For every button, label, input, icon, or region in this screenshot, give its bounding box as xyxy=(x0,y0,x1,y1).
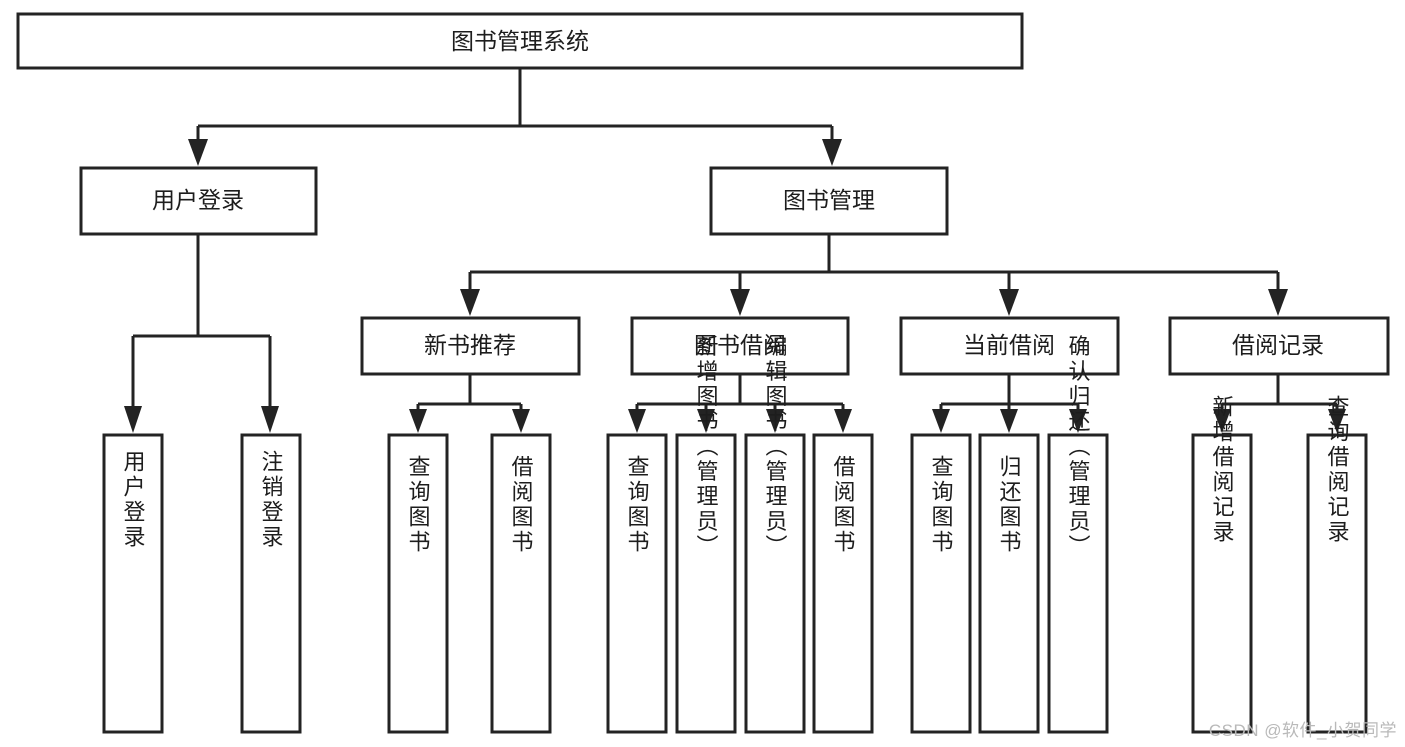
node-leaf-borrow-book-2-label: 借阅图书 xyxy=(831,455,856,555)
node-current-borrow-label: 当前借阅 xyxy=(963,332,1055,358)
connector-bookmgmt-to-level3 xyxy=(460,234,1288,316)
node-book-management-label: 图书管理 xyxy=(783,187,875,213)
node-leaf-user-login[interactable]: 用户登录 xyxy=(102,433,164,734)
node-leaf-return-book-label: 归还图书 xyxy=(997,455,1022,555)
node-current-borrow[interactable]: 当前借阅 xyxy=(899,316,1120,376)
node-leaf-query-book-3-box[interactable] xyxy=(910,433,972,734)
arrow-head-leaf-user-login xyxy=(124,406,142,433)
node-leaf-add-book-label: 新增图书（管理员） xyxy=(694,335,719,560)
node-borrow-record-box[interactable] xyxy=(1168,316,1390,376)
node-leaf-query-book-1-label: 查询图书 xyxy=(406,455,431,555)
connector-currentborrow-to-leaves xyxy=(932,374,1087,433)
arrow-head-new-book-recommend xyxy=(460,289,480,316)
node-leaf-user-login-box[interactable] xyxy=(102,433,164,734)
node-root-system[interactable]: 图书管理系统 xyxy=(16,12,1024,70)
connector-newbook-to-leaves xyxy=(409,374,530,433)
node-leaf-query-book-2-label: 查询图书 xyxy=(625,455,650,555)
arrow-head-current-borrow xyxy=(999,289,1019,316)
node-leaf-query-book-3-label: 查询图书 xyxy=(929,455,954,555)
node-leaf-borrow-book-1-box[interactable] xyxy=(490,433,552,734)
arrow-head-leaf-logout-login xyxy=(261,406,279,433)
node-user-login-box[interactable] xyxy=(79,166,318,236)
node-leaf-query-book-2-box[interactable] xyxy=(606,433,668,734)
node-leaf-confirm-return-box[interactable] xyxy=(1047,433,1109,734)
arrow-head-leaf-query-record xyxy=(1328,409,1346,433)
node-leaf-add-record[interactable]: 新增借阅记录 xyxy=(1191,395,1253,734)
node-root-box[interactable] xyxy=(16,12,1024,70)
node-leaf-query-record-box[interactable] xyxy=(1306,433,1368,734)
node-leaf-query-record[interactable]: 查询借阅记录 xyxy=(1306,395,1368,734)
connector-borrowrecord-to-leaves xyxy=(1213,374,1346,433)
node-leaf-query-book-3[interactable]: 查询图书 xyxy=(910,433,972,734)
arrow-head-leaf-borrow-book-1 xyxy=(512,409,530,433)
arrow-head-leaf-add-record xyxy=(1213,409,1231,433)
arrow-head-leaf-edit-book xyxy=(766,409,784,433)
node-current-borrow-box[interactable] xyxy=(899,316,1120,376)
connector-userlogin-to-leaves xyxy=(124,234,279,433)
node-root-label: 图书管理系统 xyxy=(451,28,589,54)
node-leaf-edit-book-box[interactable] xyxy=(744,433,806,734)
node-book-borrow[interactable]: 图书借阅 xyxy=(630,316,850,376)
node-book-borrow-label: 图书借阅 xyxy=(694,332,786,358)
node-leaf-add-record-label: 新增借阅记录 xyxy=(1210,395,1235,545)
node-book-borrow-box[interactable] xyxy=(630,316,850,376)
arrow-head-leaf-query-book-1 xyxy=(409,409,427,433)
node-leaf-borrow-book-1-label: 借阅图书 xyxy=(509,455,534,555)
node-leaf-borrow-book-1[interactable]: 借阅图书 xyxy=(490,433,552,734)
node-leaf-confirm-return-label: 确认归还（管理员） xyxy=(1066,335,1091,560)
connector-bookborrow-to-leaves xyxy=(628,374,852,433)
node-leaf-add-book[interactable]: 新增图书（管理员） xyxy=(675,335,737,734)
node-new-book-recommend-label: 新书推荐 xyxy=(424,332,516,358)
node-user-login[interactable]: 用户登录 xyxy=(79,166,318,236)
node-borrow-record-label: 借阅记录 xyxy=(1232,332,1324,358)
node-book-management[interactable]: 图书管理 xyxy=(709,166,949,236)
arrow-head-leaf-query-book-3 xyxy=(932,409,950,433)
arrow-head-book-borrow xyxy=(730,289,750,316)
arrow-head-leaf-add-book xyxy=(697,409,715,433)
node-leaf-return-book[interactable]: 归还图书 xyxy=(978,433,1040,734)
node-leaf-return-book-box[interactable] xyxy=(978,433,1040,734)
node-leaf-user-login-label: 用户登录 xyxy=(121,450,146,550)
node-leaf-borrow-book-2[interactable]: 借阅图书 xyxy=(812,433,874,734)
arrow-head-leaf-query-book-2 xyxy=(628,409,646,433)
node-leaf-edit-book-label: 编辑图书（管理员） xyxy=(763,335,788,560)
node-new-book-recommend[interactable]: 新书推荐 xyxy=(360,316,581,376)
node-leaf-logout-login-label: 注销登录 xyxy=(259,450,284,550)
arrow-head-borrow-record xyxy=(1268,289,1288,316)
node-leaf-query-book-1-box[interactable] xyxy=(387,433,449,734)
arrow-head-leaf-confirm-return xyxy=(1069,409,1087,433)
connector-root-to-level2 xyxy=(188,68,842,166)
node-leaf-borrow-book-2-box[interactable] xyxy=(812,433,874,734)
node-borrow-record[interactable]: 借阅记录 xyxy=(1168,316,1390,376)
node-leaf-edit-book[interactable]: 编辑图书（管理员） xyxy=(744,335,806,734)
arrow-head-user-login xyxy=(188,139,208,166)
arrow-head-book-management xyxy=(822,139,842,166)
node-leaf-query-record-label: 查询借阅记录 xyxy=(1325,395,1350,545)
node-new-book-recommend-box[interactable] xyxy=(360,316,581,376)
node-user-login-label: 用户登录 xyxy=(152,187,244,213)
node-book-management-box[interactable] xyxy=(709,166,949,236)
arrow-head-leaf-borrow-book-2 xyxy=(834,409,852,433)
node-leaf-logout-login[interactable]: 注销登录 xyxy=(240,433,302,734)
node-leaf-query-book-1[interactable]: 查询图书 xyxy=(387,433,449,734)
node-leaf-confirm-return[interactable]: 确认归还（管理员） xyxy=(1047,335,1109,734)
node-leaf-logout-login-box[interactable] xyxy=(240,433,302,734)
arrow-head-leaf-return-book xyxy=(1000,409,1018,433)
node-leaf-query-book-2[interactable]: 查询图书 xyxy=(606,433,668,734)
node-leaf-add-record-box[interactable] xyxy=(1191,433,1253,734)
node-leaf-add-book-box[interactable] xyxy=(675,433,737,734)
